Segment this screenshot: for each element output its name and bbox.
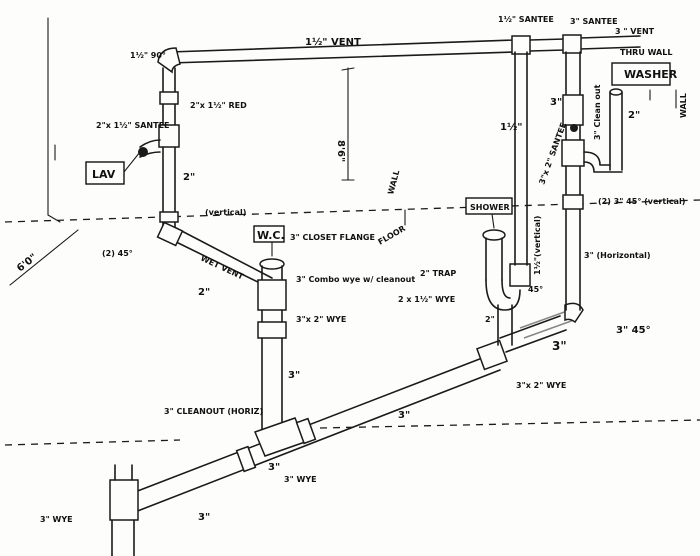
label-pipe-2-wetvent: 2" bbox=[198, 287, 210, 298]
santee-1-5-fitting bbox=[511, 35, 531, 55]
label-washer: WASHER bbox=[624, 68, 678, 81]
washer-standpipe bbox=[609, 88, 623, 171]
closet-flange bbox=[259, 258, 285, 270]
label-santee-2x15: 2"x 1½" SANTEE bbox=[96, 120, 170, 130]
lav-box bbox=[85, 161, 125, 185]
label-pipe-2-washer: 2" bbox=[628, 110, 640, 121]
dim-tick-top bbox=[341, 67, 355, 71]
label-pipe-2-left: 2" bbox=[183, 172, 195, 183]
vent-top-pipe bbox=[169, 35, 641, 64]
label-wye-3-c: 3" WYE bbox=[284, 475, 317, 484]
combo-wye bbox=[257, 279, 287, 311]
label-pipe-3-c: 3" bbox=[198, 512, 210, 523]
santee-2x15-fitting bbox=[158, 124, 180, 148]
label-two-3-45-vert: (2) 3" 45° (vertical) bbox=[598, 197, 685, 206]
label-pipe-3-b: 3" bbox=[398, 410, 410, 421]
main-drain bbox=[134, 315, 567, 513]
label-santee-3-top: 3" SANTEE bbox=[570, 17, 618, 26]
label-wc: W.C. bbox=[257, 229, 285, 242]
label-wye-3x2-a: 3"x 2" WYE bbox=[296, 315, 346, 324]
ground-line-left bbox=[4, 439, 181, 446]
shower-arrow bbox=[491, 213, 495, 229]
lav-leader bbox=[123, 151, 141, 173]
shower-riser bbox=[485, 237, 503, 281]
shower-box bbox=[465, 197, 513, 215]
right-vertical-3 bbox=[565, 51, 581, 311]
label-santee-1-5: 1½" SANTEE bbox=[498, 14, 554, 24]
label-wet-vent: WET VENT bbox=[199, 254, 245, 282]
label-wall-mid: WALL bbox=[386, 169, 401, 195]
label-wye-2x15: 2 x 1½" WYE bbox=[398, 294, 455, 304]
reducer-fitting bbox=[159, 91, 179, 105]
shower-drain bbox=[482, 229, 506, 241]
gray-pipe-2 bbox=[523, 319, 575, 339]
santee-3-fitting bbox=[562, 34, 582, 54]
wye-3x2-fitting bbox=[257, 321, 287, 339]
label-thru-wall: THRU WALL bbox=[620, 48, 672, 57]
lav-trap bbox=[138, 147, 148, 157]
washer-box bbox=[611, 62, 671, 86]
label-floor: FLOOR bbox=[377, 224, 408, 247]
label-cleanout-3: 3" Clean out bbox=[593, 84, 602, 140]
wye-3x2-b-fitting bbox=[476, 339, 508, 371]
label-combo-wye: 3" Combo wye w/ cleanout bbox=[296, 275, 415, 284]
lav-arm bbox=[139, 139, 161, 148]
gray-pipe bbox=[519, 309, 571, 329]
elbow-90 bbox=[157, 47, 181, 74]
label-closet-flange: 3" CLOSET FLANGE bbox=[290, 233, 375, 242]
coupling-3 bbox=[235, 445, 257, 473]
label-horizontal-3: 3" (Horizontal) bbox=[584, 251, 651, 260]
wye-2x15-fitting bbox=[509, 263, 531, 287]
label-shower: SHOWER bbox=[470, 203, 510, 212]
label-wye-3-d: 3" WYE bbox=[40, 515, 73, 524]
label-wye-3x2-b: 3"x 2" WYE bbox=[516, 381, 566, 390]
coupling-2 bbox=[295, 417, 317, 445]
cleanout-fitting bbox=[562, 94, 584, 126]
label-gray-3: 3" bbox=[552, 339, 567, 353]
label-red: 2"x 1½" RED bbox=[190, 100, 247, 110]
shower-trap-inner bbox=[501, 279, 511, 299]
label-cleanout-horiz: 3" CLEANOUT (HORIZ) bbox=[164, 407, 263, 416]
label-vent-1-5: 1½" VENT bbox=[305, 37, 361, 48]
santee-3x2-fitting bbox=[561, 139, 585, 167]
washer-trap bbox=[583, 151, 611, 166]
label-trap-2: 2" TRAP bbox=[420, 269, 456, 278]
wet-vent-pipe bbox=[167, 227, 273, 288]
shower-trap bbox=[485, 279, 521, 311]
label-pipe-3-washer: 3" bbox=[550, 97, 562, 108]
label-vent-3: 3 " VENT bbox=[615, 27, 655, 36]
label-pipe-2-shower: 2" bbox=[485, 315, 495, 324]
label-dim-8-6: 8'6" bbox=[335, 140, 346, 162]
label-pipe-3-d: 3" bbox=[268, 462, 280, 473]
floor-line bbox=[4, 199, 700, 223]
label-vert-1-5: 1½" bbox=[500, 122, 523, 133]
ground-line-right bbox=[319, 419, 700, 429]
washer-trap-2 bbox=[583, 161, 623, 173]
label-deg-45: 45° bbox=[528, 285, 543, 294]
45-fitting bbox=[156, 221, 184, 247]
label-vertical-l: (vertical) bbox=[205, 208, 246, 217]
label-lav: LAV bbox=[92, 168, 116, 181]
shower-vent bbox=[514, 51, 528, 266]
label-wall-right: WALL bbox=[679, 93, 688, 118]
label-pipe-3-a: 3" bbox=[288, 370, 300, 381]
label-ell-90: 1½" 90° bbox=[130, 50, 166, 60]
label-two-45: (2) 45° bbox=[102, 249, 133, 258]
45-horiz-fitting bbox=[564, 302, 584, 324]
cleanout-cap bbox=[570, 124, 578, 132]
wc-box bbox=[253, 225, 285, 243]
coupling-fitting bbox=[159, 211, 179, 223]
label-vertical-15: 1½"(vertical) bbox=[532, 216, 542, 275]
dim-6-0-line bbox=[9, 229, 79, 286]
label-three-45: 3" 45° bbox=[616, 325, 651, 336]
shower-drop bbox=[497, 304, 513, 346]
45-vert-fitting bbox=[562, 194, 584, 210]
left-wye bbox=[109, 464, 139, 556]
